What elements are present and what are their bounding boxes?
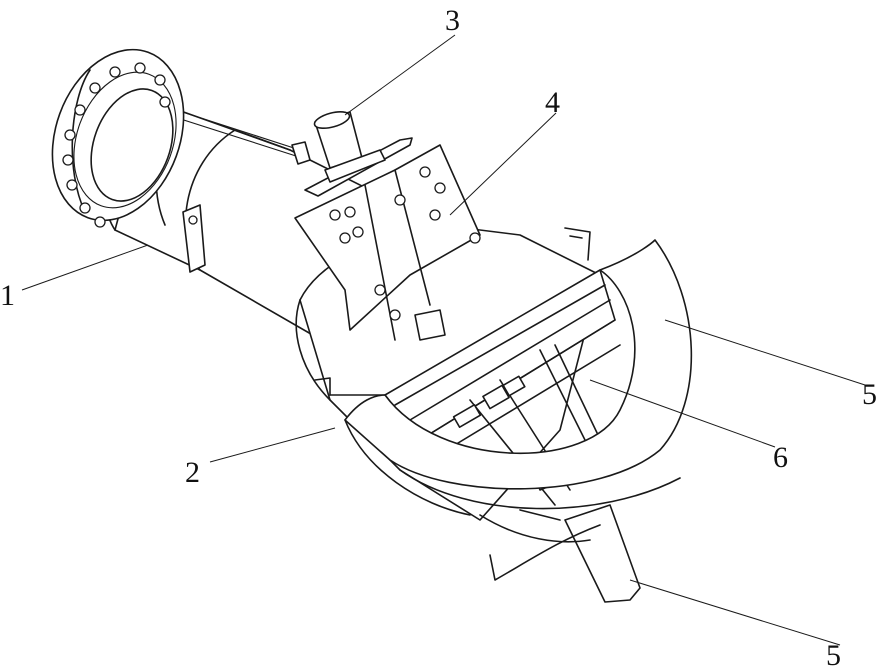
leader-5a xyxy=(664,319,866,386)
lower-stem xyxy=(519,504,641,603)
label-part-4: 4 xyxy=(545,86,560,119)
leader-4 xyxy=(449,112,557,216)
label-part-5-upper: 5 xyxy=(862,378,877,411)
pipe-flange xyxy=(51,48,185,228)
label-part-1: 1 xyxy=(0,279,15,312)
pipe-lugs xyxy=(182,141,311,273)
leader-5b xyxy=(629,579,841,646)
label-part-5-lower: 5 xyxy=(826,639,841,670)
label-part-2: 2 xyxy=(185,456,200,489)
label-part-3: 3 xyxy=(445,4,460,37)
leader-lines xyxy=(21,34,866,646)
leader-3 xyxy=(344,34,456,116)
mounting-plate xyxy=(294,144,481,341)
label-part-6: 6 xyxy=(773,441,788,474)
leader-6 xyxy=(589,379,776,448)
curved-blades xyxy=(344,227,693,581)
top-fitting xyxy=(304,110,413,197)
leader-2 xyxy=(209,427,336,463)
leader-1 xyxy=(21,244,149,291)
